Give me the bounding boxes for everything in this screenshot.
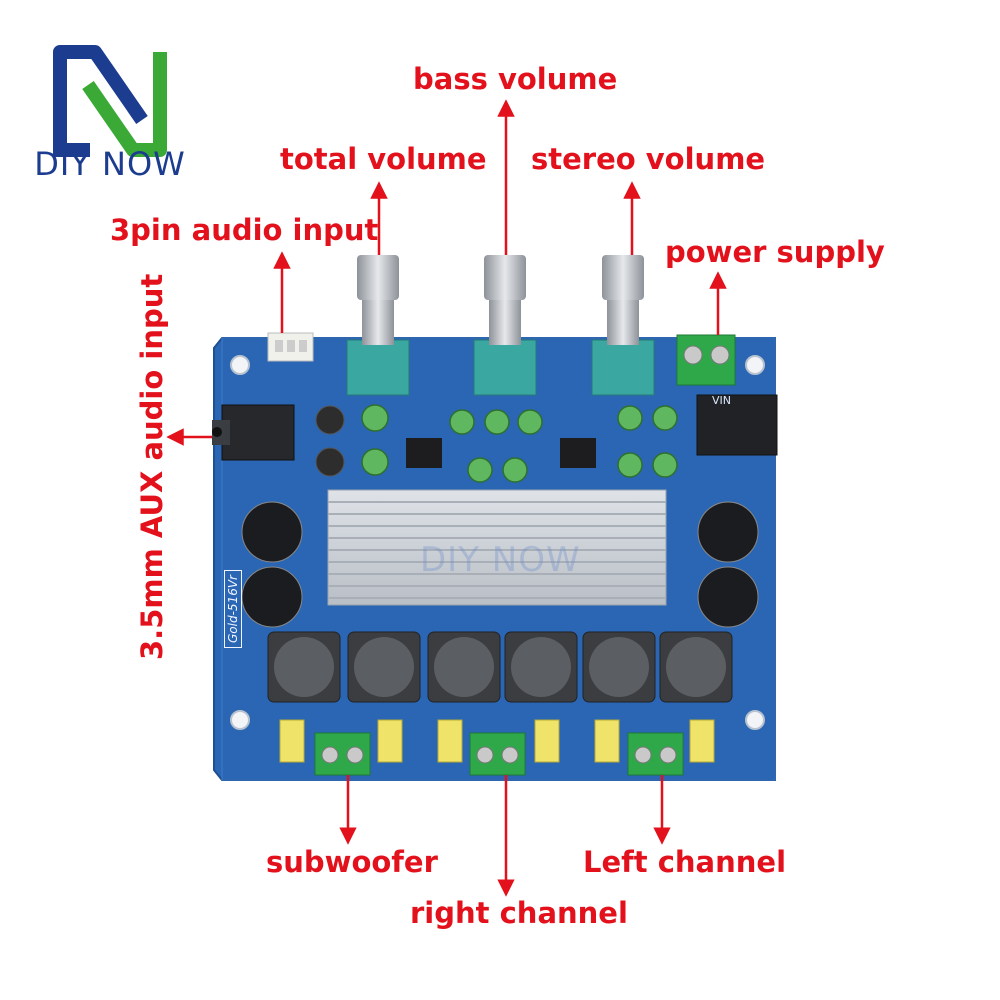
pot-total [346,255,410,396]
pot-bass [473,255,537,396]
left-terminal [627,732,684,776]
label-stereo-volume: stereo volume [531,142,766,176]
brand-logo-icon [53,45,167,157]
label-left-channel: Left channel [583,845,787,879]
label-bass-volume: bass volume [413,62,618,96]
film-capacitors [279,719,715,763]
aux-jack [212,404,295,461]
sub-terminal [314,732,371,776]
inductors [267,631,733,703]
mounting-holes [230,355,765,730]
dc-jack [696,394,778,456]
heatsink [327,489,667,606]
board-model: Gold-516Vr [224,570,242,648]
right-terminal [469,732,526,776]
watermark: DIY NOW [420,540,581,580]
callout-arrows [166,99,727,897]
label-power-supply: power supply [665,235,885,269]
power-terminal [676,334,736,386]
label-3pin-audio-input: 3pin audio input [110,213,379,247]
large-capacitors [241,501,759,628]
label-subwoofer: subwoofer [266,845,438,879]
vin-label: VIN [712,394,731,407]
label-aux-audio-input: 3.5mm AUX audio input [135,273,169,660]
label-right-channel: right channel [410,896,628,930]
pot-stereo [591,255,655,396]
label-total-volume: total volume [280,142,487,176]
ic-chips [406,438,596,468]
brand-name: DIY NOW [34,145,186,183]
pin3-connector [267,332,314,362]
small-capacitors [361,404,678,483]
